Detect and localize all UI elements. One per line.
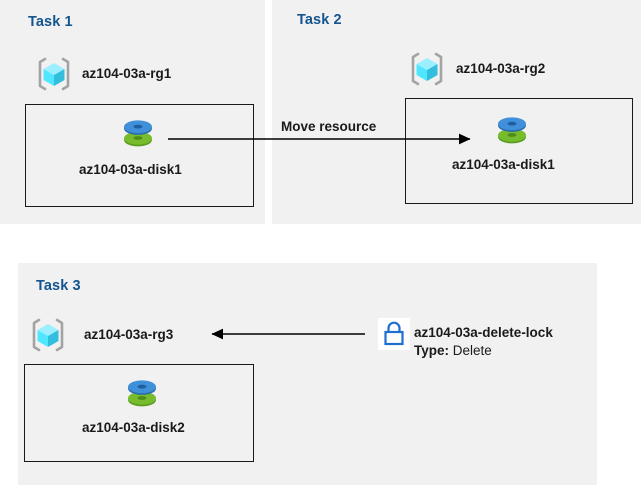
managed-disk-icon	[492, 110, 532, 150]
managed-disk-icon	[118, 113, 158, 153]
task-label-task1: Task 1	[28, 14, 73, 30]
resource-group-name-task3: az104-03a-rg3	[84, 327, 174, 342]
connector-label-move-resource: Move resource	[281, 119, 377, 134]
disk-name-task1: az104-03a-disk1	[79, 162, 182, 177]
lock-icon	[378, 318, 410, 350]
resource-group-box-task2	[405, 98, 633, 204]
lock-type-value: Delete	[452, 343, 492, 358]
resource-group-icon	[36, 57, 72, 91]
resource-group-box-task3	[24, 364, 254, 462]
managed-disk-icon	[122, 373, 162, 413]
disk-name-task3: az104-03a-disk2	[82, 420, 185, 435]
resource-group-icon	[30, 318, 66, 352]
disk-name-task2: az104-03a-disk1	[452, 157, 555, 172]
task-label-task3: Task 3	[36, 278, 81, 294]
lock-name: az104-03a-delete-lock	[414, 325, 553, 340]
lock-type-label: Type:	[414, 343, 450, 358]
task-label-task2: Task 2	[297, 12, 342, 28]
resource-group-name-task1: az104-03a-rg1	[82, 66, 172, 81]
resource-group-icon	[409, 52, 445, 86]
resource-group-name-task2: az104-03a-rg2	[456, 61, 546, 76]
lock-type-row: Type: Delete	[414, 343, 492, 358]
